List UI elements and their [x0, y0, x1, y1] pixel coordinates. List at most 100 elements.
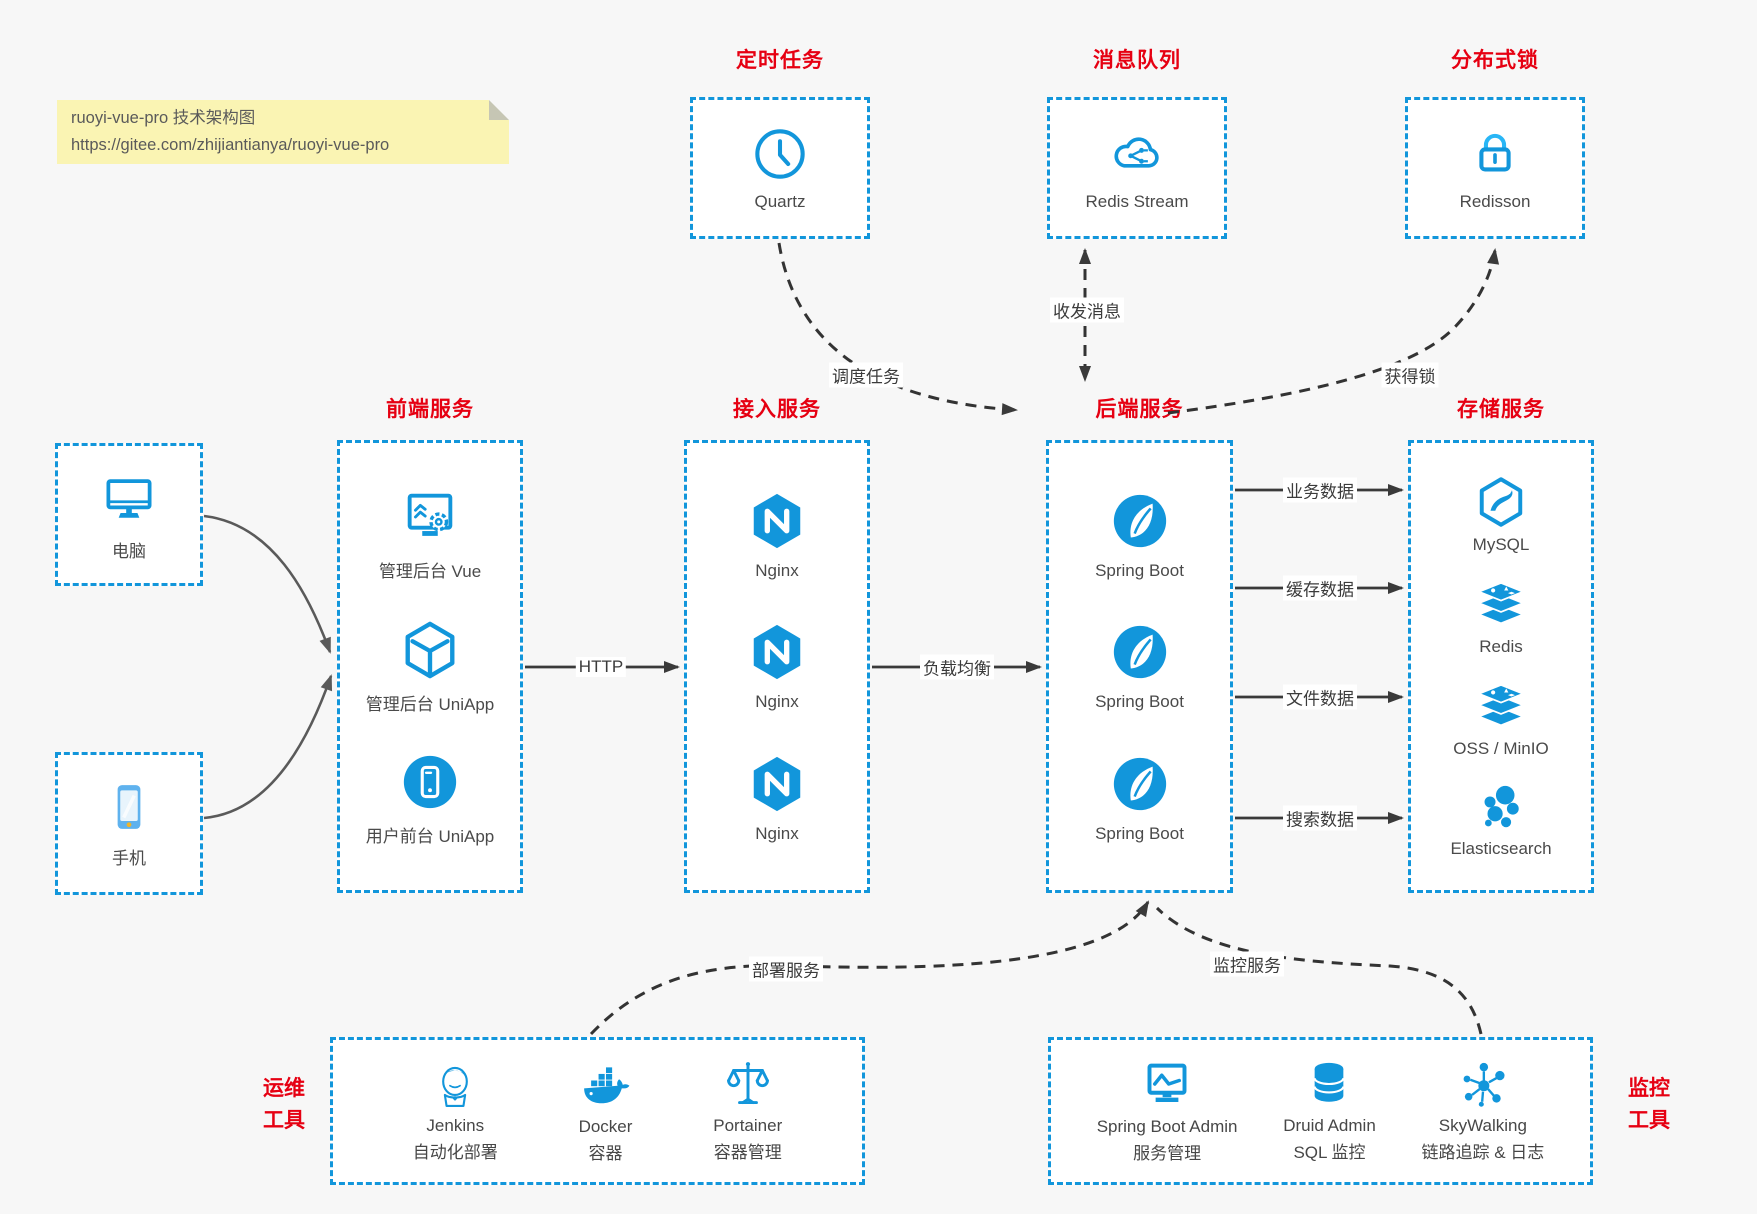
docker-icon [583, 1067, 629, 1104]
storage-box: MySQL Redis [1408, 440, 1594, 893]
node-desc: 链路追踪 & 日志 [1421, 1143, 1545, 1162]
node-desc: 容器管理 [713, 1143, 782, 1162]
node-label: Spring Boot [1095, 692, 1184, 711]
node-admin-vue: 管理后台 Vue [379, 486, 481, 582]
group-title-monitoring: 监控 工具 [1615, 1073, 1683, 1136]
nginx-icon [753, 624, 801, 680]
node-phone: 手机 [101, 779, 157, 869]
group-title-frontend: 前端服务 [386, 398, 474, 421]
ops-title-line1: 运维 [263, 1077, 305, 1100]
edge-label-send-receive-msg: 收发消息 [1050, 297, 1124, 323]
node-nginx-3: Nginx [746, 753, 808, 844]
node-mysql: MySQL [1472, 474, 1530, 555]
node-jenkins: Jenkins 自动化部署 [413, 1057, 498, 1165]
edge-label-search-data: 搜索数据 [1283, 805, 1357, 831]
monitoring-title-line1: 监控 [1628, 1077, 1670, 1100]
node-quartz: Quartz [751, 125, 809, 212]
node-redis-stream: Redis Stream [1085, 125, 1189, 212]
desktop-icon [106, 478, 152, 518]
node-label: Spring Boot [1095, 823, 1184, 843]
node-label: 手机 [112, 848, 146, 868]
node-label: Nginx [755, 560, 799, 580]
nginx-icon [753, 756, 801, 811]
node-label: Spring Boot [1095, 560, 1184, 580]
mysql-icon [1479, 477, 1523, 527]
group-title-scheduler: 定时任务 [736, 49, 824, 72]
node-redisson: Redisson [1460, 125, 1530, 212]
group-title-backend: 后端服务 [1095, 398, 1184, 421]
node-user-uniapp: 用户前台 UniApp [366, 751, 494, 847]
node-druid-admin: Druid Admin SQL 监控 [1283, 1057, 1376, 1165]
admin-vue-icon [407, 493, 453, 536]
client-pc-box: 电脑 [55, 443, 203, 586]
skywalking-icon [1463, 1062, 1505, 1107]
jenkins-icon [442, 1066, 469, 1108]
edge-label-monitor-service: 监控服务 [1210, 951, 1284, 977]
druid-icon [1314, 1062, 1345, 1102]
node-portainer: Portainer 容器管理 [713, 1057, 782, 1165]
spring-boot-icon [1113, 625, 1166, 679]
node-label: 用户前台 UniApp [365, 827, 495, 847]
node-label: Nginx [755, 823, 799, 843]
portainer-icon [726, 1062, 769, 1105]
node-label: 管理后台 Vue [378, 561, 482, 581]
node-docker: Docker 容器 [578, 1056, 634, 1166]
node-admin-uniapp: 管理后台 UniApp [366, 619, 494, 715]
node-label: 电脑 [112, 541, 146, 561]
note-fold-corner-icon [489, 100, 509, 120]
node-label: Elasticsearch [1450, 839, 1552, 858]
group-title-lock: 分布式锁 [1451, 49, 1539, 72]
phone-icon [117, 784, 141, 829]
node-desc: 容器 [588, 1144, 623, 1163]
node-oss-minio: OSS / MinIO [1453, 678, 1549, 759]
monitoring-box: Spring Boot Admin 服务管理 Druid Admin SQL 监… [1048, 1037, 1593, 1185]
node-label: Redis Stream [1085, 191, 1189, 211]
edge-label-cache-data: 缓存数据 [1283, 575, 1357, 601]
node-desc: 自动化部署 [412, 1143, 498, 1162]
node-skywalking: SkyWalking 链路追踪 & 日志 [1421, 1057, 1544, 1165]
ops-box: Jenkins 自动化部署 Docker 容器 [330, 1037, 865, 1185]
lock-icon [1479, 133, 1511, 171]
elasticsearch-icon [1484, 785, 1519, 828]
clock-icon [755, 128, 805, 179]
node-label: Jenkins [426, 1116, 485, 1136]
node-springboot-2: Spring Boot [1095, 621, 1184, 712]
cloud-stream-icon [1114, 136, 1159, 168]
redis-icon [1476, 582, 1526, 625]
node-label: Nginx [755, 692, 799, 711]
edge-label-deploy-service: 部署服务 [749, 956, 823, 982]
node-label: SkyWalking [1438, 1116, 1527, 1136]
uniapp-cube-icon [405, 621, 455, 678]
group-title-ops: 运维 工具 [252, 1073, 316, 1136]
node-nginx-2: Nginx [746, 621, 808, 712]
node-desc: 服务管理 [1133, 1144, 1202, 1163]
edge-label-schedule-task: 调度任务 [829, 362, 903, 388]
node-label: OSS / MinIO [1453, 739, 1549, 758]
group-title-storage: 存储服务 [1457, 398, 1545, 421]
node-label: Portainer [713, 1116, 783, 1136]
node-springboot-1: Spring Boot [1095, 490, 1184, 581]
note-url: https://gitee.com/zhijiantianya/ruoyi-vu… [71, 135, 390, 154]
spring-boot-icon [1113, 494, 1166, 547]
sticky-note: ruoyi-vue-pro 技术架构图 https://gitee.com/zh… [57, 100, 509, 164]
node-label: 管理后台 UniApp [365, 694, 495, 714]
node-label: MySQL [1472, 535, 1530, 554]
client-phone-box: 手机 [55, 752, 203, 895]
edge-label-http: HTTP [575, 657, 627, 677]
node-pc: 电脑 [99, 468, 159, 562]
node-elasticsearch: Elasticsearch [1450, 780, 1552, 859]
node-label: Quartz [754, 191, 806, 211]
node-label: Docker [578, 1117, 633, 1137]
spring-boot-icon [1113, 757, 1166, 810]
ops-title-line2: 工具 [263, 1108, 305, 1132]
group-title-access: 接入服务 [733, 398, 821, 421]
oss-minio-icon [1476, 684, 1526, 727]
node-redis: Redis [1473, 576, 1529, 657]
edge-label-acquire-lock: 获得锁 [1381, 362, 1439, 388]
edge-deploy-service [589, 900, 1150, 1036]
access-box: Nginx Nginx Nginx [684, 440, 870, 893]
node-label: Spring Boot Admin [1096, 1117, 1238, 1137]
edge-label-load-balance: 负载均衡 [920, 654, 994, 680]
uniapp-user-icon [403, 756, 457, 809]
